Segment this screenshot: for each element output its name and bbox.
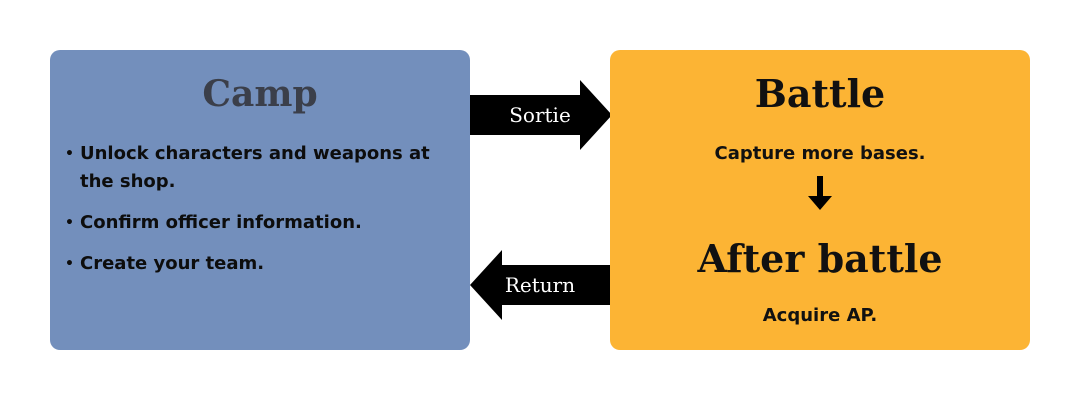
camp-bullet-text: Unlock characters and weapons at the sho… [80,143,430,192]
bullet-icon: • [65,256,74,272]
sortie-arrow [470,80,612,150]
camp-title: Camp [202,73,318,115]
sortie-label: Sortie [509,103,571,127]
bullet-icon: • [65,146,74,162]
bullet-icon: • [65,215,74,231]
battle-description: Capture more bases. [714,143,926,164]
down-arrow-icon [808,176,832,210]
after-battle-description: Acquire AP. [762,305,878,326]
after-battle-title: After battle [697,236,943,281]
return-arrow [470,250,612,320]
camp-bullet-item: • Confirm officer information. [62,209,462,237]
camp-box [50,50,470,350]
camp-bullet-text: Confirm officer information. [80,212,362,233]
camp-bullet-text: Create your team. [80,253,265,274]
camp-bullet-item: • Create your team. [62,250,462,278]
battle-title: Battle [754,71,886,116]
return-label: Return [504,273,576,297]
camp-bullet-item: • Unlock characters and weapons at the s… [62,140,462,196]
camp-bullet-list: • Unlock characters and weapons at the s… [62,140,462,291]
